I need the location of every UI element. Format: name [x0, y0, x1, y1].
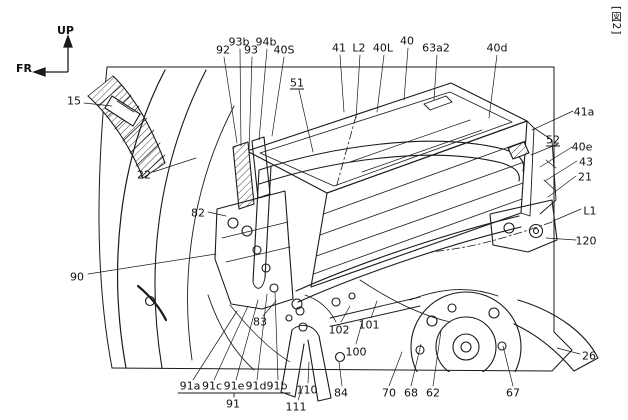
ref-label-40d: 40d [486, 41, 508, 55]
axis-up-label: UP [57, 24, 74, 37]
ref-label-22: 22 [137, 168, 151, 182]
fender-curves [117, 69, 255, 371]
ref-label-40e: 40e [571, 140, 593, 154]
ref-label-21: 21 [578, 170, 592, 184]
ref-label-26: 26 [582, 349, 596, 363]
ref-label-93: 93 [244, 43, 258, 57]
ref-label-15: 15 [67, 94, 81, 108]
ref-label-92: 92 [216, 43, 230, 57]
bottom-fork [229, 279, 451, 402]
ref-label-91: 91 [226, 397, 240, 411]
ref-label-40L: 40L [372, 41, 394, 55]
ref-label-68: 68 [404, 386, 418, 400]
ref-label-90: 90 [70, 270, 84, 284]
ref-label-102: 102 [328, 323, 350, 337]
ref-label-40: 40 [400, 34, 414, 48]
ref-label-93b: 93b [228, 35, 250, 49]
ref-label-91c: 91c [201, 379, 223, 393]
ref-label-67: 67 [506, 386, 520, 400]
axis-fr-label: FR [16, 62, 32, 75]
left-bracket-cluster [214, 136, 308, 332]
ref-label-43: 43 [579, 155, 593, 169]
ref-label-94b: 94b [255, 35, 277, 49]
ref-label-52: 52 [546, 133, 560, 147]
ref-label-41a: 41a [573, 105, 595, 119]
leader-lines [83, 47, 582, 401]
ref-label-41: 41 [332, 41, 346, 55]
figure-number: [図2] [610, 6, 622, 36]
ref-label-110: 110 [296, 383, 318, 397]
ref-label-100: 100 [345, 345, 367, 359]
ref-label-91a: 91a [179, 379, 201, 393]
ref-label-40S: 40S [273, 43, 295, 57]
ref-label-101: 101 [358, 318, 380, 332]
ref-label-83: 83 [253, 315, 267, 329]
ref-label-111: 111 [285, 400, 307, 414]
ref-label-91d: 91d [245, 379, 267, 393]
ref-label-63a2: 63a2 [422, 41, 450, 55]
right-bracket-cluster [429, 127, 558, 253]
ref-label-91b: 91b [266, 379, 288, 393]
ref-label-51: 51 [290, 76, 304, 90]
ref-label-L1: L1 [583, 204, 597, 218]
ref-label-91e: 91e [223, 379, 245, 393]
corrugated-duct [87, 75, 166, 179]
ref-label-120: 120 [575, 234, 597, 248]
ref-label-70: 70 [382, 386, 396, 400]
group-91-underline [177, 392, 291, 398]
battery-case [246, 82, 535, 288]
ref-label-62: 62 [426, 386, 440, 400]
ref-label-82: 82 [191, 206, 205, 220]
frame-tubes [252, 140, 525, 303]
direction-arrows [32, 34, 73, 77]
swing-arm [513, 299, 599, 372]
crankcase-pulley [409, 289, 522, 372]
ref-label-L2: L2 [352, 41, 366, 55]
ref-label-84: 84 [334, 386, 348, 400]
